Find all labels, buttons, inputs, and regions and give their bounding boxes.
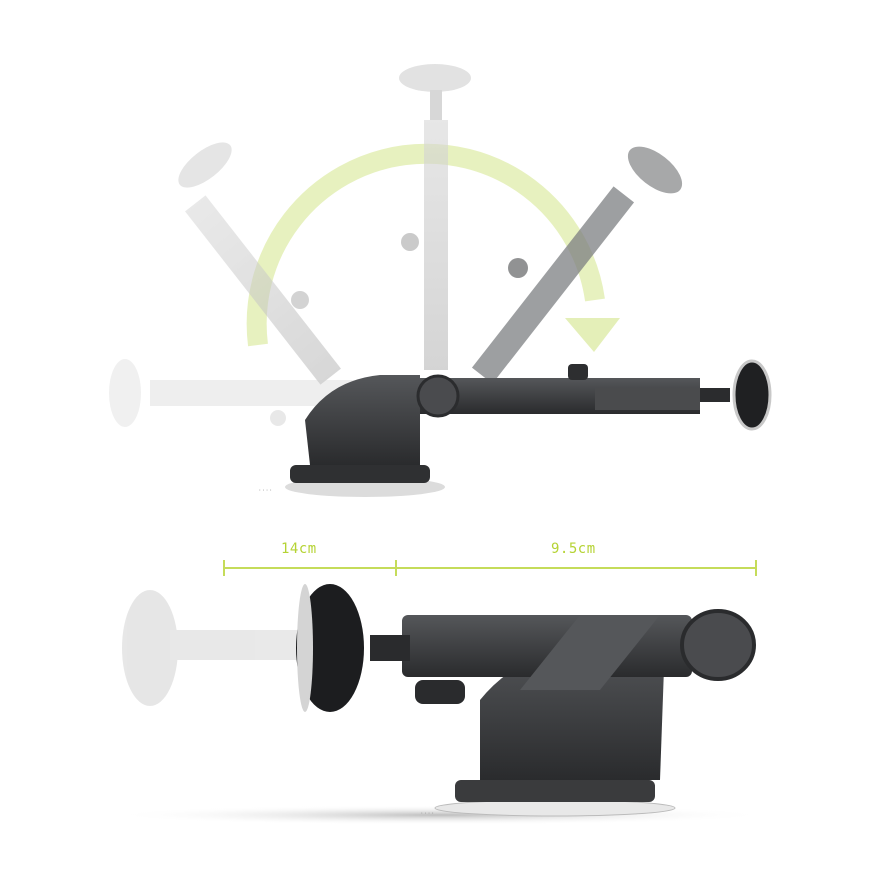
- extension-length-label: 9.5cm: [551, 541, 596, 557]
- ghost-arm-left: [178, 142, 341, 385]
- ghost-arm-right: [471, 146, 683, 384]
- mount-side-view: ····: [296, 584, 756, 817]
- rotation-arrow: [246, 143, 620, 352]
- ghost-extended-head: [122, 590, 310, 706]
- ghost-arm-vertical: [399, 64, 471, 370]
- mount-top-view: ····: [258, 359, 772, 497]
- svg-text:····: ····: [258, 487, 272, 494]
- svg-text:····: ····: [420, 810, 434, 817]
- retracted-length-label: 14cm: [281, 541, 317, 557]
- dimension-lines: [223, 560, 757, 576]
